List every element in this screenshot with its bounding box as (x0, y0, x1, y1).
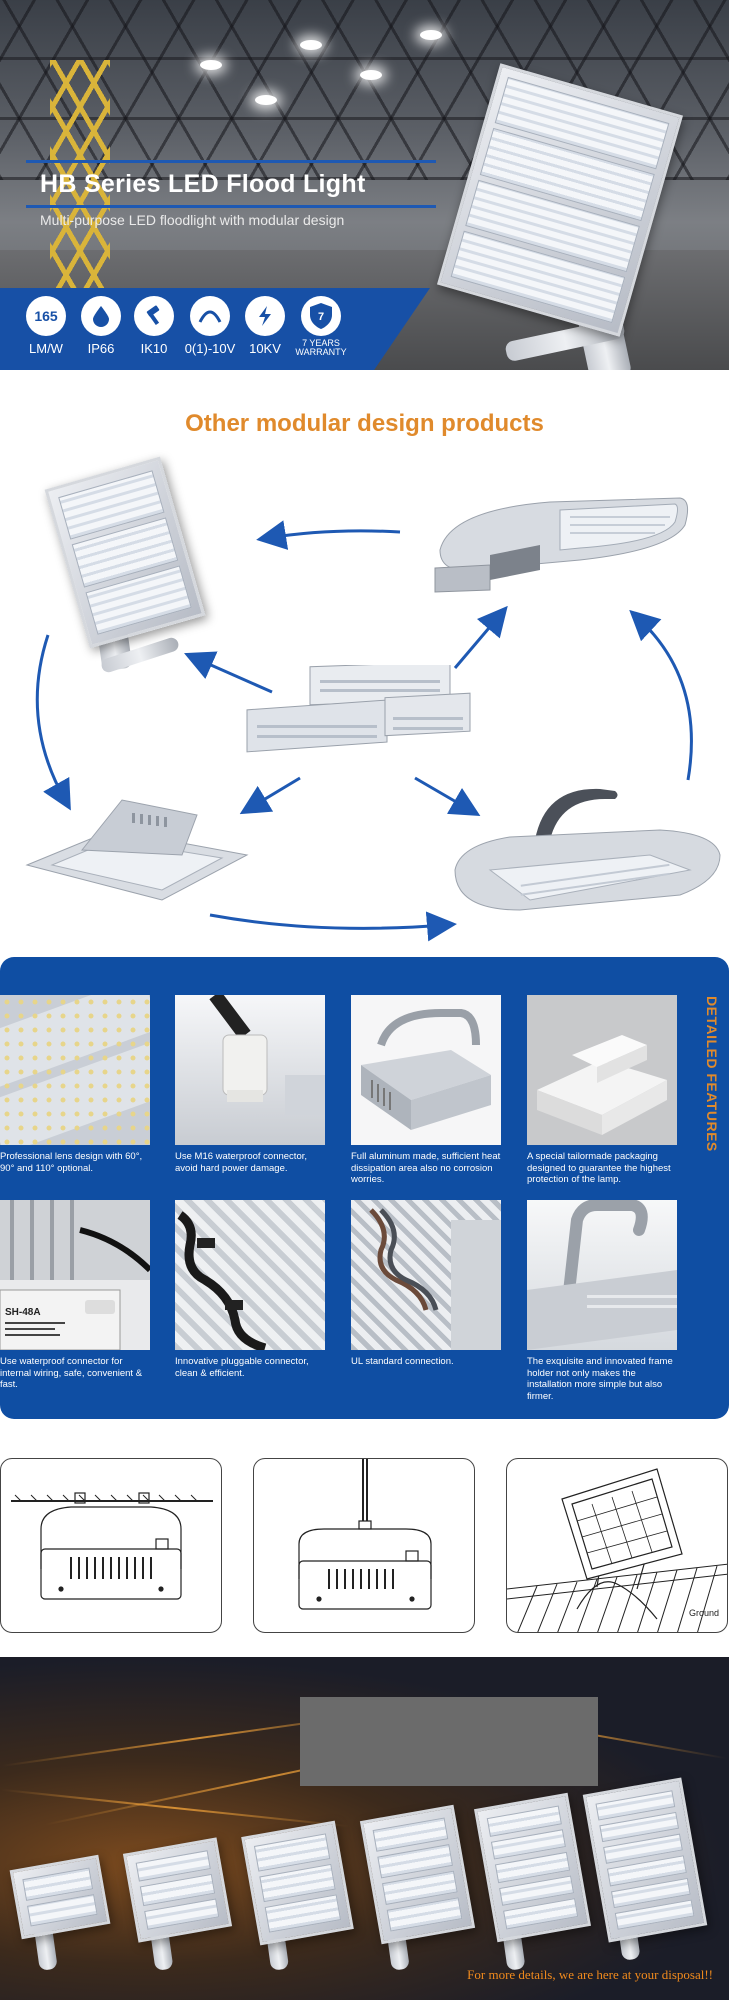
lightning-icon (245, 296, 285, 336)
badge-label: IK10 (140, 341, 168, 356)
feature-aluminum: Full aluminum made, sufficient heat diss… (351, 995, 501, 1186)
feature-caption: Professional lens design with 60°, 90° a… (0, 1151, 143, 1174)
feature-caption: The exquisite and innovated frame holder… (527, 1356, 673, 1402)
feature-pluggable: Innovative pluggable connector, clean & … (175, 1200, 325, 1379)
ceiling-light (420, 30, 442, 40)
feature-caption: UL standard connection. (351, 1356, 454, 1367)
driver-photo: SH-48A (0, 1200, 150, 1350)
housing-photo (351, 995, 501, 1145)
warranty-line2: WARRANTY (295, 347, 347, 358)
title-rule (26, 205, 436, 208)
pluggable-photo (175, 1200, 325, 1350)
badge-label: 0(1)-10V (184, 341, 236, 356)
feature-connector: Use M16 waterproof connector, avoid hard… (175, 995, 325, 1174)
badge-ip: IP66 (67, 296, 135, 356)
feature-lens: Professional lens design with 60°, 90° a… (0, 995, 150, 1174)
ceiling-light (360, 70, 382, 80)
street-light-product (430, 490, 695, 593)
warranty-line1: 7 YEARS (302, 338, 340, 348)
badge-label: LM/W (29, 341, 63, 356)
diagram-pendant-mount (253, 1458, 475, 1633)
feature-wiring: SH-48A Use waterproof connector for inte… (0, 1200, 150, 1391)
flood-light-2 (122, 1837, 233, 1943)
hero-title: HB Series LED Flood Light (40, 170, 366, 198)
badge-dimming: 0(1)-10V (176, 296, 244, 356)
warranty-years: 7 (318, 311, 324, 323)
scissor-lift (50, 60, 110, 300)
badge-surge: 10KV (231, 296, 299, 356)
title-rule (26, 160, 436, 163)
shield-icon: 7 (301, 296, 341, 336)
frame-holder-photo (527, 1200, 677, 1350)
efficacy-icon: 165 (26, 296, 66, 336)
feature-ul: UL standard connection. (351, 1200, 501, 1368)
hammer-icon (134, 296, 174, 336)
modular-section-title: Other modular design products (185, 410, 544, 437)
canopy-light-product (22, 795, 252, 905)
ceiling-light (200, 60, 222, 70)
flood-light-3 (241, 1820, 354, 1946)
ul-connection-photo (351, 1200, 501, 1350)
feature-frame-holder: The exquisite and innovated frame holder… (527, 1200, 677, 1402)
connector-photo (175, 995, 325, 1145)
feature-caption: Innovative pluggable connector, clean & … (175, 1356, 309, 1379)
diagram-ceiling-mount (0, 1458, 222, 1633)
feature-caption: Use M16 waterproof connector, avoid hard… (175, 1151, 308, 1174)
ground-label: Ground (688, 1608, 719, 1618)
hero-subtitle: Multi-purpose LED floodlight with modula… (40, 212, 345, 228)
ceiling-light (300, 40, 322, 50)
features-vertical-title: DETAILED FEATURES (704, 996, 720, 1152)
badge-efficacy: 165 LM/W (12, 296, 80, 356)
feature-caption: A special tailormade packaging designed … (527, 1151, 671, 1186)
badge-label: 10KV (249, 341, 281, 356)
placeholder-box (300, 1697, 598, 1786)
led-modules-product (245, 661, 475, 770)
diagram-ground-mount: Ground (506, 1458, 728, 1633)
badge-ik: IK10 (120, 296, 188, 356)
contact-text[interactable]: For more details, we are here at your di… (467, 1967, 713, 1982)
dimmer-arc-icon (190, 296, 230, 336)
packaging-photo (527, 995, 677, 1145)
ceiling-light (255, 95, 277, 105)
badge-label: IP66 (87, 341, 115, 356)
feature-packaging: A special tailormade packaging designed … (527, 995, 677, 1186)
drop-icon (81, 296, 121, 336)
hero-banner: HB Series LED Flood Light Multi-purpose … (0, 0, 729, 370)
high-bay-product (450, 785, 725, 920)
lens-photo (0, 995, 150, 1145)
driver-label: SH-48A (5, 1307, 41, 1318)
feature-caption: Full aluminum made, sufficient heat diss… (351, 1151, 501, 1186)
flow-arrows (35, 520, 693, 942)
feature-caption: Use waterproof connector for internal wi… (0, 1356, 143, 1391)
